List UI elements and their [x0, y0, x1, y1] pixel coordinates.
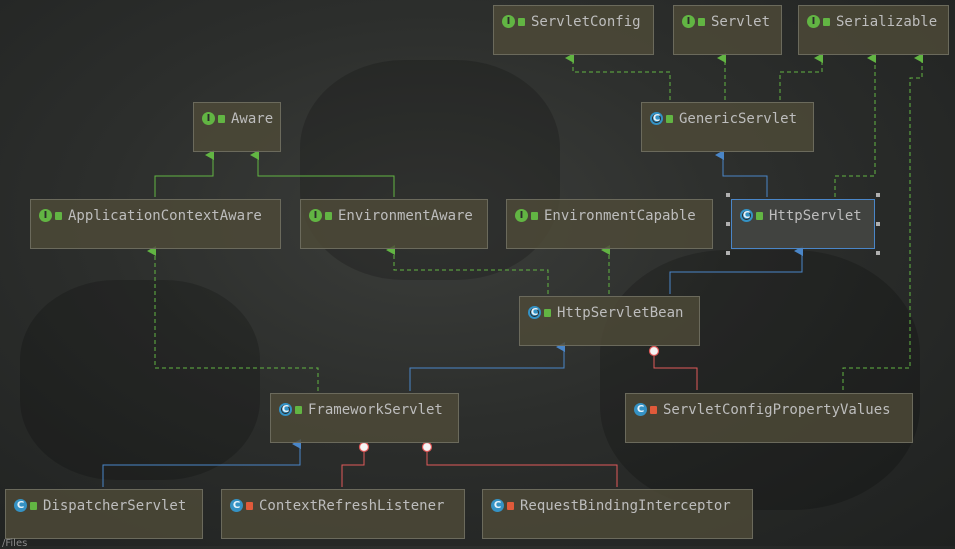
node-request-binding-interceptor[interactable]: C RequestBindingInterceptor	[482, 489, 753, 539]
selection-handle[interactable]	[726, 251, 730, 255]
private-visibility-icon	[507, 502, 514, 510]
edge-ds-fs	[102, 439, 301, 487]
edge-aca-aware	[154, 150, 214, 197]
edge-hsb-httpservlet	[669, 246, 803, 294]
inner-class-marker	[648, 345, 660, 357]
edge-hsb-envaware	[386, 245, 549, 294]
node-context-refresh-listener[interactable]: C ContextRefreshListener	[221, 489, 465, 539]
node-label: Servlet	[711, 14, 771, 30]
public-visibility-icon	[544, 309, 551, 317]
class-icon: C	[230, 499, 243, 512]
node-aware[interactable]: I Aware	[193, 102, 281, 152]
public-visibility-icon	[55, 212, 62, 220]
interface-icon: I	[39, 209, 52, 222]
selection-handle[interactable]	[726, 222, 730, 226]
node-label: FrameworkServlet	[308, 402, 443, 418]
node-label: RequestBindingInterceptor	[520, 498, 731, 514]
edge-httpservlet-serializable	[834, 53, 876, 197]
abstract-class-icon: C	[279, 403, 292, 416]
node-servlet-config[interactable]: I ServletConfig	[493, 5, 654, 55]
edge-generic-serializable	[779, 53, 823, 100]
selection-handle[interactable]	[876, 251, 880, 255]
interface-icon: I	[807, 15, 820, 28]
node-label: GenericServlet	[679, 111, 798, 127]
node-label: DispatcherServlet	[43, 498, 187, 514]
public-visibility-icon	[295, 406, 302, 414]
class-icon: C	[491, 499, 504, 512]
background-shadow	[600, 250, 920, 510]
node-environment-capable[interactable]: I EnvironmentCapable	[506, 199, 713, 249]
edge-rbi-inner	[426, 451, 618, 487]
public-visibility-icon	[218, 115, 225, 123]
interface-icon: I	[309, 209, 322, 222]
node-label: ServletConfig	[531, 14, 641, 30]
public-visibility-icon	[531, 212, 538, 220]
abstract-class-icon: C	[740, 209, 753, 222]
node-label: ContextRefreshListener	[259, 498, 445, 514]
node-framework-servlet[interactable]: C FrameworkServlet	[270, 393, 459, 443]
selection-handle[interactable]	[876, 193, 880, 197]
node-label: Serializable	[836, 14, 938, 30]
node-servlet[interactable]: I Servlet	[673, 5, 782, 55]
node-serializable[interactable]: I Serializable	[798, 5, 949, 55]
node-generic-servlet[interactable]: C GenericServlet	[641, 102, 814, 152]
node-label: Aware	[231, 111, 274, 127]
public-visibility-icon	[666, 115, 673, 123]
edge-httpservlet-extends	[715, 150, 768, 197]
edge-ea-aware	[250, 150, 395, 197]
class-icon: C	[634, 403, 647, 416]
interface-icon: I	[682, 15, 695, 28]
edge-crl-inner	[341, 451, 365, 487]
private-visibility-icon	[246, 502, 253, 510]
inner-class-marker	[358, 441, 370, 453]
class-icon: C	[14, 499, 27, 512]
node-http-servlet[interactable]: C HttpServlet	[731, 199, 875, 249]
edge-fs-aca	[147, 246, 319, 391]
node-dispatcher-servlet[interactable]: C DispatcherServlet	[5, 489, 203, 539]
node-servlet-config-property-values[interactable]: C ServletConfigPropertyValues	[625, 393, 913, 443]
public-visibility-icon	[823, 18, 830, 26]
corner-label: /Files	[2, 538, 28, 549]
public-visibility-icon	[518, 18, 525, 26]
abstract-class-icon: C	[528, 306, 541, 319]
interface-icon: I	[515, 209, 528, 222]
background-shadow	[20, 280, 260, 480]
edge-scpv-inner	[653, 355, 698, 390]
interface-icon: I	[502, 15, 515, 28]
node-label: ApplicationContextAware	[68, 208, 262, 224]
selection-handle[interactable]	[726, 193, 730, 197]
interface-icon: I	[202, 112, 215, 125]
node-label: EnvironmentAware	[338, 208, 473, 224]
node-label: EnvironmentCapable	[544, 208, 696, 224]
node-label: HttpServlet	[769, 208, 862, 224]
node-label: HttpServletBean	[557, 305, 684, 321]
public-visibility-icon	[325, 212, 332, 220]
node-application-context-aware[interactable]: I ApplicationContextAware	[30, 199, 281, 249]
inner-class-marker	[421, 441, 433, 453]
node-environment-aware[interactable]: I EnvironmentAware	[300, 199, 488, 249]
edge-fs-hsb	[409, 342, 565, 391]
selection-handle[interactable]	[876, 222, 880, 226]
edge-generic-servlet-config	[565, 53, 671, 100]
abstract-class-icon: C	[650, 112, 663, 125]
node-http-servlet-bean[interactable]: C HttpServletBean	[519, 296, 700, 346]
private-visibility-icon	[650, 406, 657, 414]
public-visibility-icon	[30, 502, 37, 510]
node-label: ServletConfigPropertyValues	[663, 402, 891, 418]
public-visibility-icon	[756, 212, 763, 220]
public-visibility-icon	[698, 18, 705, 26]
edge-scpv-serializable	[842, 53, 923, 390]
